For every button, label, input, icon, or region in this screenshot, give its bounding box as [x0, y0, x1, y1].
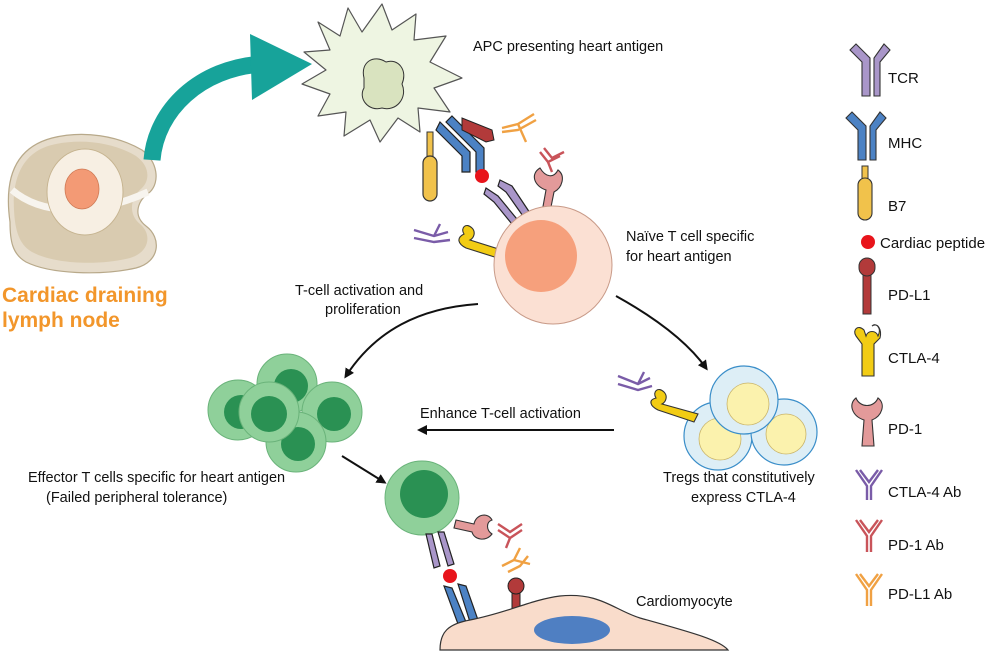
pd-1-ab-icon	[855, 519, 883, 552]
enhance-label: Enhance T-cell activation	[420, 406, 581, 422]
legend-ctla-4-ab-label: CTLA-4 Ab	[888, 484, 961, 501]
cardiomyocyte-label: Cardiomyocyte	[636, 594, 733, 610]
pd-1-icon	[851, 397, 883, 447]
treg-ctla-4	[650, 389, 699, 423]
effector-label-line1: Effector T cells specific for heart anti…	[28, 470, 285, 486]
migration-arrow	[143, 34, 312, 162]
legend-b7-label: B7	[888, 198, 906, 215]
legend: TCR MHC B7 Cardiac peptide PD-L1 CTLA-4 …	[845, 43, 985, 606]
lymph-node	[7, 133, 157, 274]
treg-cells	[683, 365, 818, 471]
tregs-label-line2: express CTLA-4	[691, 490, 796, 506]
pd-l1-ab-icon	[855, 573, 883, 606]
legend-cardiac-peptide-label: Cardiac peptide	[880, 235, 985, 252]
tregs-label-line1: Tregs that constitutively	[663, 470, 816, 486]
legend-mhc-label: MHC	[888, 135, 922, 152]
mhc-icon	[845, 111, 887, 161]
treg-ctla-4-ab	[617, 371, 653, 392]
apc-cell	[301, 3, 463, 143]
apc-pd-l1	[461, 117, 495, 143]
lymph-node-label-line2: lymph node	[2, 309, 120, 332]
effector-pd-1	[453, 514, 493, 540]
cardiomyocyte	[439, 594, 730, 651]
legend-tcr-label: TCR	[888, 70, 919, 87]
effector-t-cell-single	[384, 460, 460, 536]
effector-to-cardiomyocyte-arrow	[341, 455, 387, 484]
effector-tcr	[425, 531, 455, 569]
cardiomyocyte-pd-l1	[507, 577, 525, 623]
activation-label-line2: proliferation	[325, 302, 401, 318]
legend-ctla-4-label: CTLA-4	[888, 350, 940, 367]
cardiomyocyte-pd-l1-ab	[501, 547, 531, 574]
treg-arrow	[615, 295, 708, 371]
apc-pd-l1-ab	[501, 112, 537, 143]
b7-icon	[857, 165, 873, 221]
activation-arrow	[344, 303, 479, 379]
lymph-node-label-line1: Cardiac draining	[2, 284, 168, 307]
apc-label: APC presenting heart antigen	[473, 39, 663, 55]
activation-label-line1: T-cell activation and	[295, 283, 423, 299]
effector-t-cells	[207, 353, 363, 473]
cardiomyocyte-mhc	[443, 583, 479, 625]
pd-l1-icon	[858, 257, 876, 315]
naive-label-line2: for heart antigen	[626, 249, 732, 265]
tcr-icon	[849, 43, 891, 97]
legend-pd-1-ab-label: PD-1 Ab	[888, 537, 944, 554]
effector-pd-1-ab	[497, 523, 523, 549]
naive-t-cell	[493, 205, 613, 325]
effector-cardiac-peptide	[443, 569, 457, 583]
effector-label-line2: (Failed peripheral tolerance)	[46, 490, 227, 506]
cardiac-peptide-icon	[861, 235, 875, 249]
apc-cardiac-peptide	[475, 169, 489, 183]
legend-pd-l1-label: PD-L1	[888, 287, 931, 304]
naive-pd-1	[533, 167, 563, 213]
legend-pd-1-label: PD-1	[888, 421, 922, 438]
ctla-4-ab-icon	[855, 469, 883, 500]
apc-mhc	[435, 115, 485, 173]
legend-pd-l1-ab-label: PD-L1 Ab	[888, 586, 952, 603]
apc-b7	[422, 131, 438, 202]
naive-ctla-4-ab	[413, 223, 451, 244]
naive-pd-1-ab	[539, 147, 565, 173]
ctla-4-icon	[854, 324, 882, 377]
naive-label-line1: Naïve T cell specific	[626, 229, 754, 245]
